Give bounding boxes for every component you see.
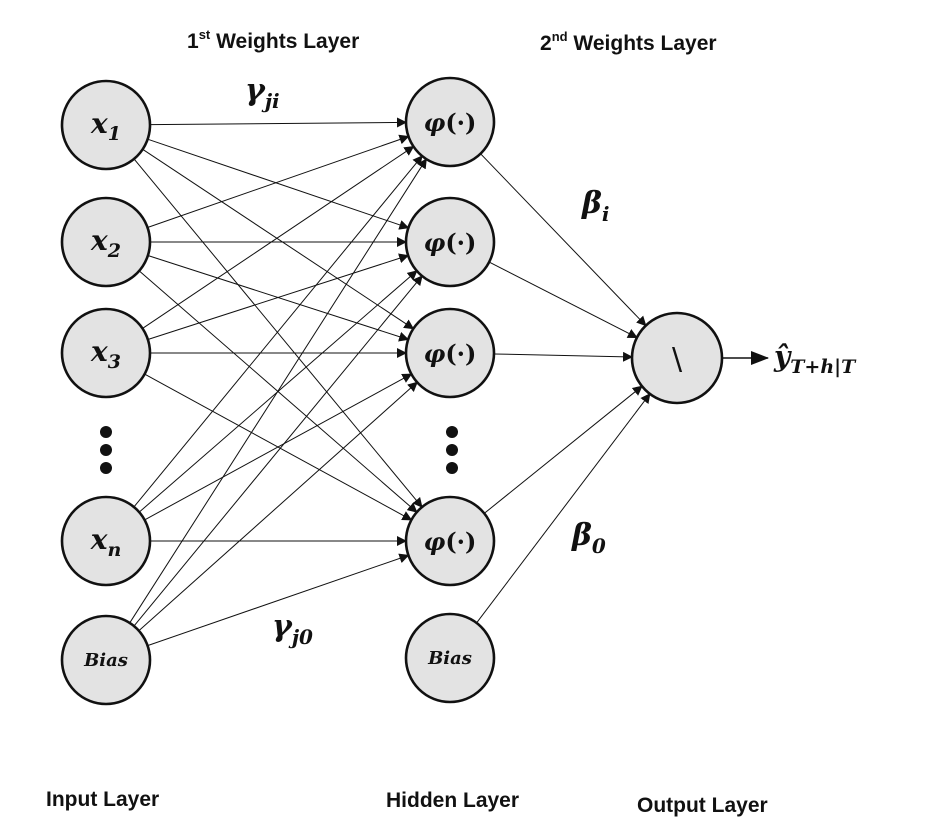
connection-edges [129,117,651,647]
edge-input1-hidden2 [147,138,410,230]
hidden-node-2: φ(·) [404,196,496,288]
svg-text:Bias: Bias [427,648,472,669]
input-ellipsis-dots [100,426,112,474]
edge-input5-hidden3 [138,381,418,632]
hidden-bias-node: Bias [404,612,496,704]
output-layer-label: Output Layer [637,794,768,817]
second-weights-layer-heading: 2nd Weights Layer [540,29,717,55]
output-value-label: ŷT+h|T [773,340,857,378]
hidden-node-1: φ(·) [404,76,496,168]
svg-text:φ(·): φ(·) [424,339,477,368]
svg-text:Bias: Bias [83,650,128,671]
input-node-xn: xn [60,495,152,587]
hidden-node-m: φ(·) [404,495,496,587]
edge-input5-hidden1 [129,158,427,624]
edge-hidden2-output [488,261,638,338]
edge-hidden4-output [483,385,643,514]
input-bias-node: Bias [60,614,152,706]
hidden-ellipsis-dots [446,426,458,474]
edge-input1-hidden3 [142,148,415,330]
beta-0-label: β0 [571,518,606,558]
svg-text:xn: xn [90,523,122,561]
input-node-x3: x3 [60,307,152,399]
edge-input3-hidden2 [147,253,410,340]
edge-input5-hidden4 [147,553,410,647]
hidden-node-3: φ(·) [404,307,496,399]
edge-input1-hidden4 [133,158,423,508]
gamma-ji-label: γji [245,73,280,113]
edge-hidden5-output [476,393,651,624]
edge-hidden1-output [480,153,647,327]
gamma-j0-label: γj0 [272,609,313,649]
input-node-x2: x2 [60,196,152,288]
output-node: \ [630,311,724,405]
edge-input1-hidden1 [149,117,408,128]
edge-input2-hidden1 [147,134,410,228]
beta-i-label: βi [581,186,610,226]
svg-text:φ(·): φ(·) [424,228,477,257]
edge-hidden3-output [493,351,634,362]
svg-text:x1: x1 [90,107,121,145]
input-node-x1: x1 [60,79,152,171]
svg-text:x3: x3 [90,335,121,373]
hidden-layer-label: Hidden Layer [386,789,519,812]
svg-text:\: \ [672,342,683,377]
svg-text:x2: x2 [90,224,121,262]
input-layer-label: Input Layer [46,788,159,811]
svg-text:φ(·): φ(·) [424,527,477,556]
edge-input4-hidden3 [144,373,413,521]
edge-input3-hidden1 [142,145,415,329]
first-weights-layer-heading: 1st Weights Layer [187,27,359,53]
edge-input4-hidden1 [133,155,423,508]
svg-text:φ(·): φ(·) [424,108,477,137]
edge-input5-hidden2 [133,275,423,627]
